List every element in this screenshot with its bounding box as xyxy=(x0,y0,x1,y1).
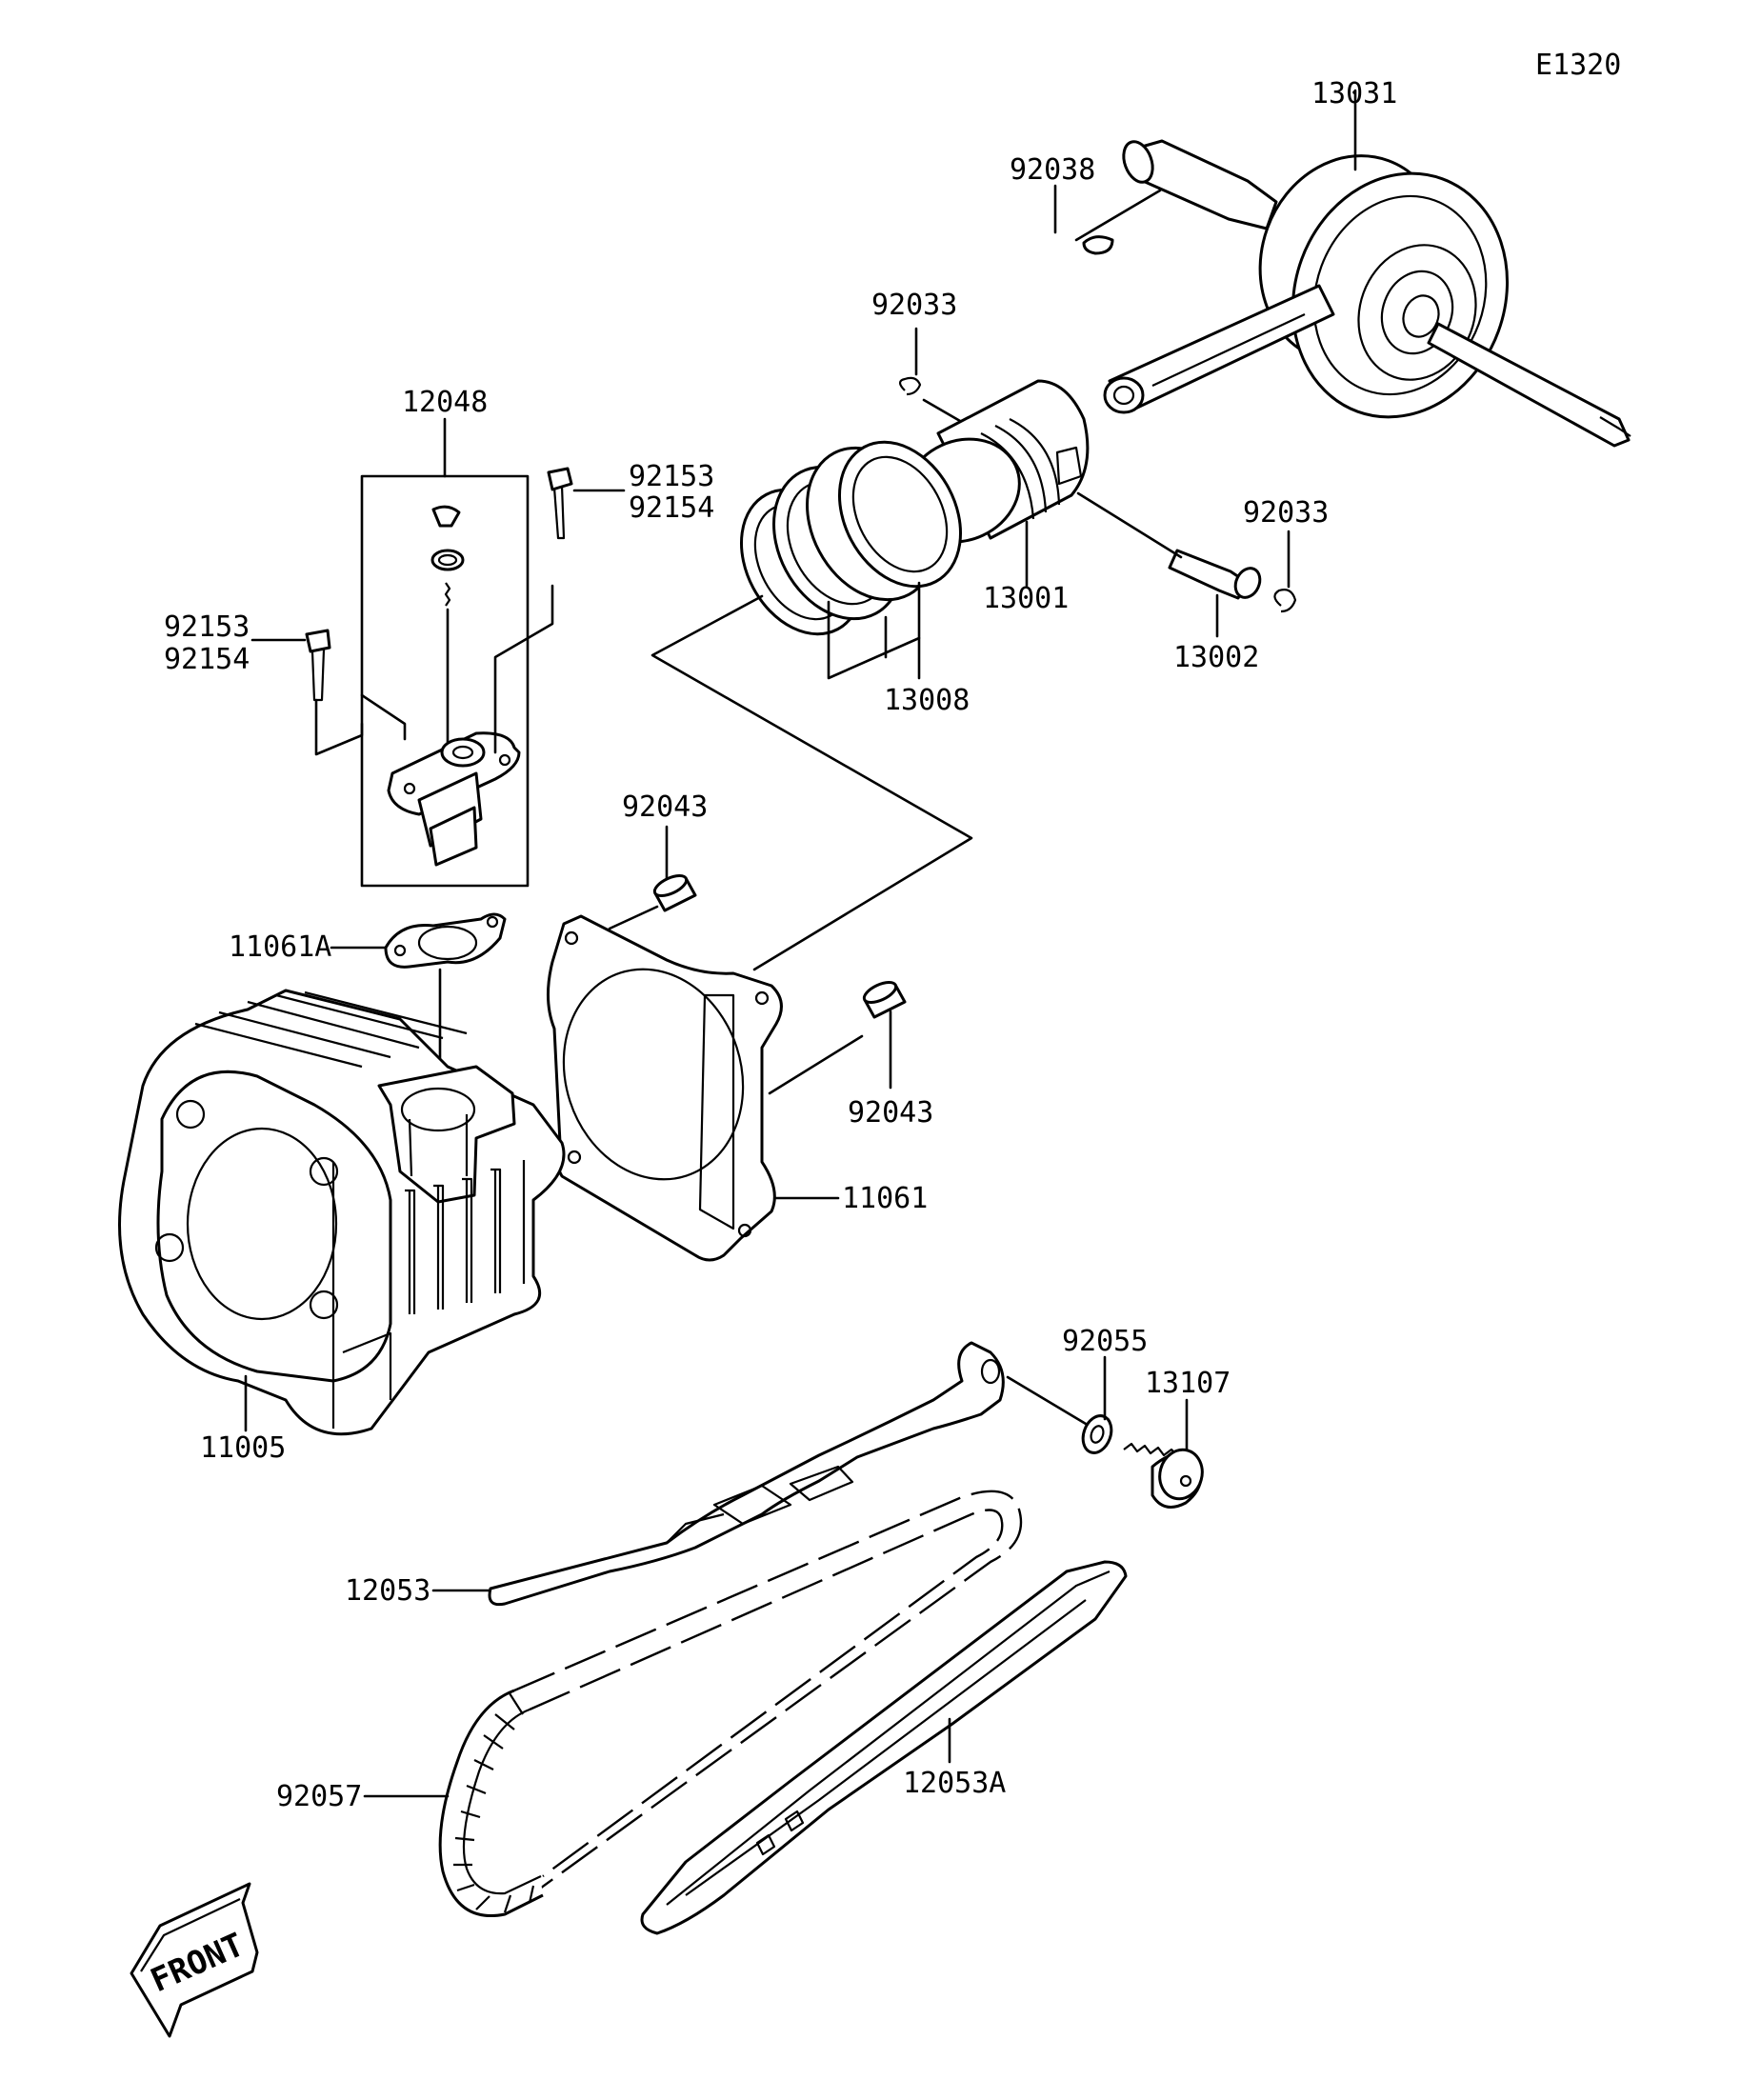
label-12053: 12053 xyxy=(345,1574,430,1608)
dowel-pin-upper[interactable] xyxy=(651,871,697,912)
crankshaft[interactable] xyxy=(1103,130,1631,448)
bolt-upper[interactable] xyxy=(547,467,573,540)
label-92153-lower: 92153 xyxy=(164,610,250,644)
label-92154-lower: 92154 xyxy=(164,643,250,676)
woodruff-key[interactable] xyxy=(1082,235,1114,255)
label-92043-upper: 92043 xyxy=(622,790,708,824)
label-92154-upper: 92154 xyxy=(629,491,714,525)
label-12053A: 12053A xyxy=(903,1767,1006,1800)
chain-tensioner-guide[interactable] xyxy=(488,1341,1005,1607)
cylinder-block[interactable] xyxy=(118,989,566,1436)
dowel-pin-lower[interactable] xyxy=(861,978,907,1019)
label-92055: 92055 xyxy=(1062,1325,1148,1358)
front-direction-arrow: FRONT xyxy=(130,1882,259,2038)
piston-pin[interactable] xyxy=(1168,549,1265,602)
diagram-code: E1320 xyxy=(1535,49,1621,82)
circlip-upper[interactable] xyxy=(898,376,922,396)
label-13031: 13031 xyxy=(1311,77,1397,110)
label-12048: 12048 xyxy=(402,386,488,419)
bolt-lower[interactable] xyxy=(305,629,331,702)
piston-rings[interactable] xyxy=(717,421,985,655)
label-92043-lower: 92043 xyxy=(848,1096,933,1130)
pivot-bolt[interactable] xyxy=(1123,1442,1208,1509)
washer[interactable] xyxy=(1078,1411,1116,1456)
gasket-11061[interactable] xyxy=(537,914,783,1262)
label-13001: 13001 xyxy=(983,582,1069,615)
label-11061A: 11061A xyxy=(229,930,331,964)
label-92033-lower: 92033 xyxy=(1243,496,1329,530)
label-92033-upper: 92033 xyxy=(871,289,957,322)
label-13107: 13107 xyxy=(1145,1367,1231,1400)
label-13002: 13002 xyxy=(1173,641,1259,674)
label-11061: 11061 xyxy=(842,1182,928,1215)
gasket-11061A[interactable] xyxy=(384,912,507,969)
cam-chain-tensioner[interactable] xyxy=(387,505,521,867)
label-92057: 92057 xyxy=(276,1780,362,1813)
label-92038: 92038 xyxy=(1010,153,1095,187)
chain-guide[interactable] xyxy=(640,1560,1128,1935)
label-13008: 13008 xyxy=(884,684,970,717)
label-11005: 11005 xyxy=(200,1431,286,1465)
cam-chain[interactable] xyxy=(438,1490,1023,1917)
label-92153-upper: 92153 xyxy=(629,460,714,493)
circlip-lower[interactable] xyxy=(1273,589,1297,613)
